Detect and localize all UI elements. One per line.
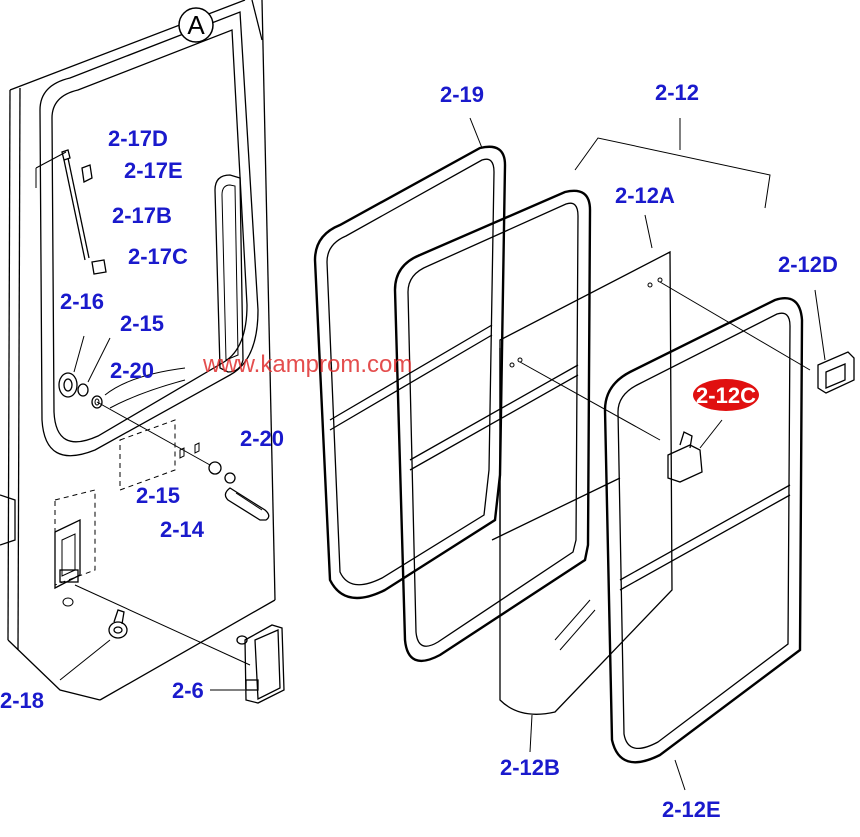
leader-lines [469,117,686,791]
label-2-14: 2-14 [160,517,205,542]
label-2-12E: 2-12E [662,797,721,822]
wire-rod-2-17 [35,149,107,275]
view-marker-A: A [178,7,214,43]
label-2-16: 2-16 [60,289,104,314]
window-frame-2-12 [393,189,592,663]
window-seal-2-19 [313,145,507,600]
label-2-12D: 2-12D [778,252,838,277]
label-2-6: 2-6 [172,678,204,703]
window-sash-2-12E [603,297,804,764]
label-2-12C: 2-12C [696,383,756,408]
group-bracket-2-12 [574,118,771,209]
latch-parts-2-12C-2-12D [667,289,855,483]
door-panel [0,0,276,701]
label-2-17B: 2-17B [112,203,172,228]
label-2-15-upper: 2-15 [120,311,164,336]
label-2-12B: 2-12B [500,755,560,780]
label-2-20-lower: 2-20 [240,426,284,451]
door-handle-parts [59,584,285,704]
label-2-19: 2-19 [440,82,484,107]
label-2-20-upper: 2-20 [110,358,154,383]
watermark-text: www.kamprom.com [202,351,412,378]
view-marker-label: A [187,10,205,40]
label-2-12A: 2-12A [615,183,675,208]
label-2-17D: 2-17D [108,126,168,151]
label-2-18: 2-18 [0,688,44,713]
highlight-badge [693,379,759,411]
label-2-17C: 2-17C [128,244,188,269]
label-2-17E: 2-17E [124,158,183,183]
label-2-15-lower: 2-15 [136,483,180,508]
latch-fasteners [58,335,270,521]
label-2-12: 2-12 [655,80,699,105]
window-glass-2-12A-2-12B [491,250,811,715]
